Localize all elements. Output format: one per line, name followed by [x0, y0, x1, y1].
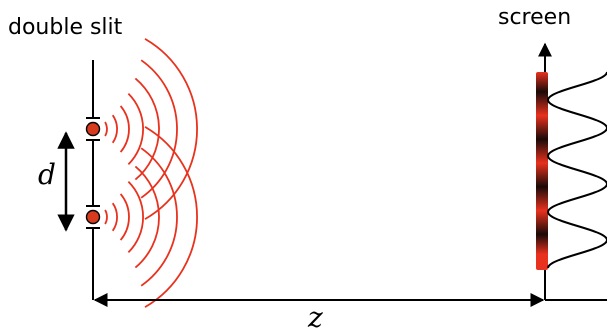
fringe-pattern: [536, 72, 548, 270]
lower-wavefront-6: [140, 147, 178, 287]
upper-wavefront-7: [144, 38, 198, 220]
lower-wavefront-4: [127, 180, 144, 254]
upper-slit-wavefronts: [104, 38, 198, 220]
slit-barrier: [86, 60, 100, 300]
lower-wavefront-2: [111, 202, 118, 232]
upper-wavefront-1: [104, 121, 108, 137]
upper-wavefront-5: [134, 77, 160, 181]
upper-wavefront-6: [140, 59, 178, 199]
lower-wavefront-1: [104, 209, 108, 225]
upper-wavefront-2: [111, 114, 118, 144]
distance-label: z: [307, 301, 323, 331]
lower-slit-wavefronts: [104, 126, 198, 308]
lower-wavefront-7: [144, 126, 198, 308]
lower-slit: [85, 209, 101, 225]
upper-wavefront-4: [127, 92, 144, 166]
intensity-profile: [546, 71, 607, 269]
double-slit-label: double slit: [8, 15, 123, 40]
upper-slit: [85, 121, 101, 137]
upper-wavefront-3: [119, 105, 130, 153]
lower-wavefront-5: [134, 165, 160, 269]
separation-label: d: [38, 158, 56, 191]
screen-label: screen: [498, 5, 571, 30]
lower-wavefront-3: [119, 193, 130, 241]
